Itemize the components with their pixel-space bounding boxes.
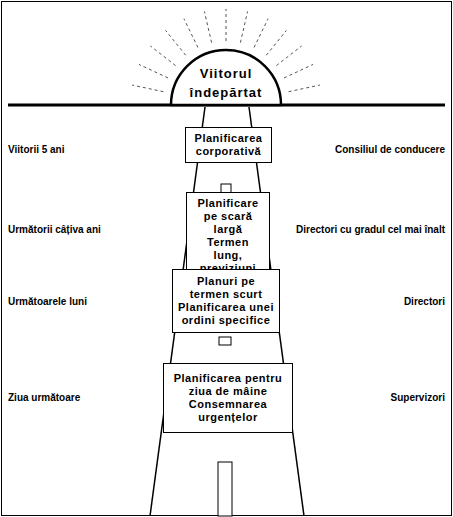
box-heading: Planificarea pentru ziua de mâine — [168, 372, 288, 398]
time-horizon-label: Ziua următoare — [8, 392, 153, 404]
role-label: Directori cu gradul cel mai înalt — [272, 224, 445, 236]
sun-ray — [289, 85, 320, 92]
tower-window — [219, 337, 231, 345]
sun-ray — [284, 64, 313, 78]
role-label: Directori — [285, 296, 445, 308]
planning-box: Planificarea pentru ziua de mâineConsemn… — [163, 363, 293, 433]
role-label: Supervizori — [300, 392, 445, 404]
box-body: Planificarea unei ordini specifice — [177, 301, 275, 327]
box-heading: Planificare pe scară largă — [191, 197, 265, 236]
planning-box: Planificare pe scară largăTermen lung, p… — [186, 192, 270, 280]
time-horizon-label: Următorii câțiva ani — [8, 224, 168, 236]
box-heading: Planificarea corporativă — [190, 132, 267, 158]
sun-ray — [150, 46, 175, 66]
role-label: Consiliul de conducere — [272, 144, 445, 156]
sun-ray — [276, 46, 301, 66]
sun-ray — [204, 11, 211, 42]
sun-ray — [240, 11, 247, 42]
sun-ray — [226, 9, 227, 41]
sun-ray — [266, 30, 286, 55]
sun-ray — [166, 30, 186, 55]
sun-shape: Viitorul îndepărtat — [170, 49, 282, 105]
planning-box: Planificarea corporativă — [185, 127, 272, 163]
planning-box: Planuri pe termen scurtPlanificarea unei… — [172, 269, 280, 333]
time-horizon-label: Următoarele luni — [8, 296, 158, 308]
sun-ray — [132, 85, 163, 92]
box-heading: Planuri pe termen scurt — [177, 275, 275, 301]
sun-ray — [139, 64, 168, 78]
sun-ray — [184, 19, 198, 48]
box-heading: Viitorul îndepărtat — [185, 64, 267, 102]
time-horizon-label: Viitorii 5 ani — [8, 144, 158, 156]
sun-ray — [254, 19, 268, 48]
tower-door — [218, 462, 232, 516]
box-body: Consemnarea urgențelor — [168, 398, 288, 424]
